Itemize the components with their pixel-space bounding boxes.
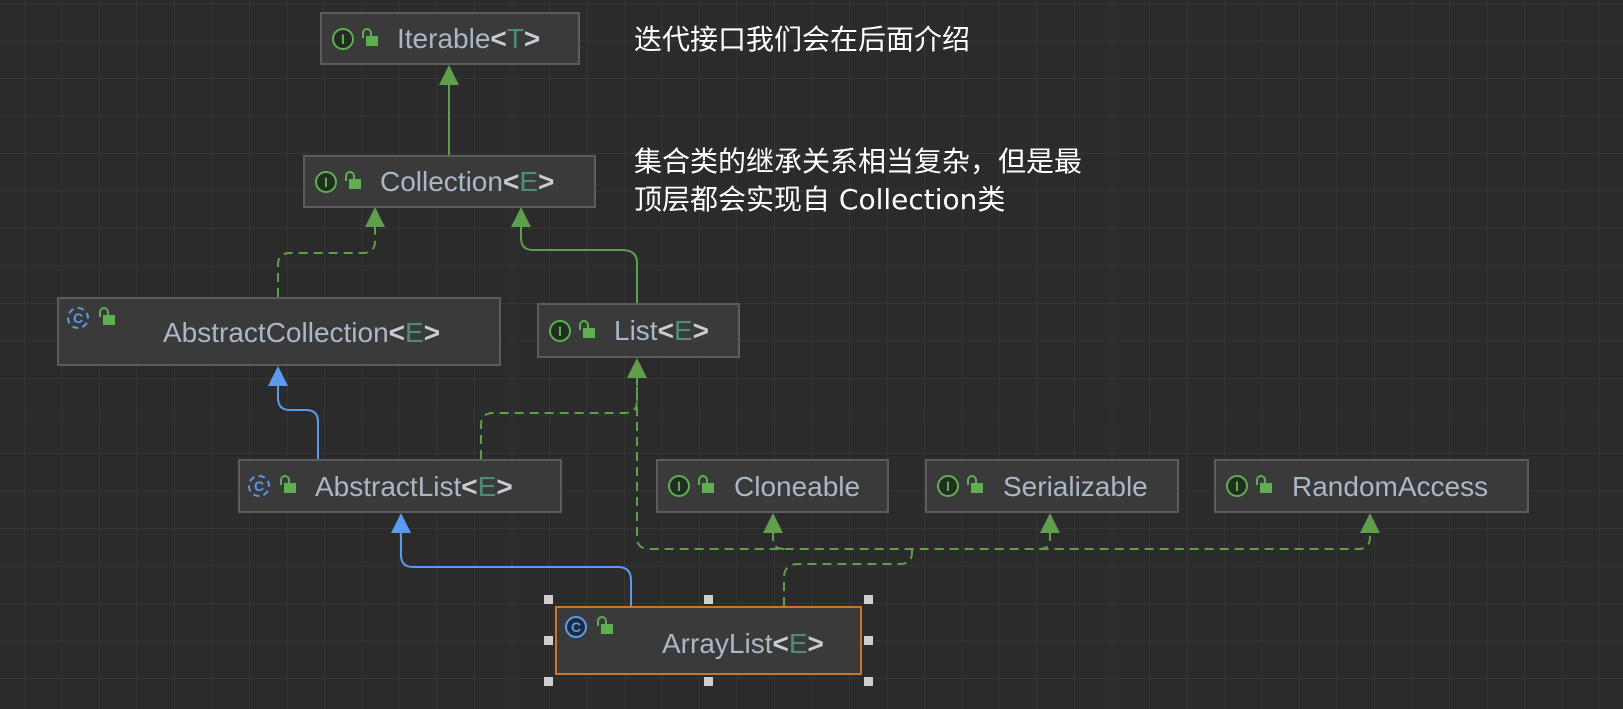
arrow-iterable — [439, 65, 459, 85]
resize-handle[interactable] — [704, 677, 713, 686]
class-name: Iterable — [397, 23, 491, 54]
class-name: ArrayList — [662, 628, 773, 659]
generic-close: > — [423, 317, 441, 348]
type-param: E — [673, 315, 693, 346]
note-collection-line1: 集合类的继承关系相当复杂，但是最 — [634, 145, 1083, 178]
interface-icon: I — [937, 475, 959, 497]
node-list[interactable]: I List<E> — [537, 303, 740, 358]
generic-open: < — [657, 315, 674, 346]
node-array-list[interactable]: C ArrayList<E> — [555, 606, 862, 675]
arrow-abstractcollection — [268, 366, 288, 386]
generic-open: < — [490, 23, 507, 54]
edge-abstractlist-abstractcollection — [277, 385, 319, 459]
edge-arraylist-interfaces — [636, 377, 1371, 606]
class-name: AbstractCollection — [163, 317, 389, 348]
node-abstract-list[interactable]: C AbstractList<E> — [238, 459, 562, 513]
arrow-collection-right — [511, 207, 531, 227]
note-collection-line2: 顶层都会实现自 Collection类 — [634, 183, 1006, 216]
arrow-list — [627, 358, 647, 378]
generic-open: < — [502, 166, 520, 197]
edge-abstractcollection-collection — [277, 226, 376, 297]
lock-open-icon — [579, 320, 595, 338]
lock-open-icon — [698, 475, 714, 493]
arrow-abstractlist — [391, 513, 411, 533]
class-name: Collection — [380, 166, 503, 197]
lock-open-icon — [597, 616, 613, 634]
node-serializable[interactable]: I Serializable — [925, 459, 1179, 513]
interface-icon: I — [332, 28, 354, 50]
class-name: RandomAccess — [1292, 471, 1489, 502]
node-abstract-collection[interactable]: C AbstractCollection<E> — [57, 297, 501, 366]
node-random-access[interactable]: I RandomAccess — [1214, 459, 1529, 513]
class-name: List — [614, 315, 658, 346]
interface-icon: I — [1226, 475, 1248, 497]
lock-open-icon — [280, 475, 296, 493]
edge-abstractlist-list — [480, 377, 638, 459]
type-param: E — [788, 628, 808, 659]
resize-handle[interactable] — [864, 595, 873, 604]
class-name: AbstractList — [315, 471, 462, 502]
lock-open-icon — [1256, 475, 1272, 493]
resize-handle[interactable] — [544, 677, 553, 686]
edge-arraylist-abstractlist — [400, 532, 632, 606]
class-icon: C — [565, 616, 587, 638]
arrow-cloneable — [763, 513, 783, 533]
class-name: Serializable — [1003, 471, 1148, 502]
abstract-class-icon: C — [67, 307, 89, 329]
type-param: E — [477, 471, 497, 502]
lock-open-icon — [362, 28, 378, 46]
arrow-serializable — [1040, 513, 1060, 533]
arrow-randomaccess — [1360, 513, 1380, 533]
resize-handle[interactable] — [864, 677, 873, 686]
resize-handle[interactable] — [544, 595, 553, 604]
node-cloneable[interactable]: I Cloneable — [656, 459, 889, 513]
generic-close: > — [807, 628, 824, 659]
interface-icon: I — [315, 171, 337, 193]
note-iterator: 迭代接口我们会在后面介绍 — [634, 23, 971, 56]
lock-open-icon — [967, 475, 983, 493]
generic-close: > — [523, 23, 541, 54]
node-iterable[interactable]: I Iterable<T> — [320, 12, 580, 65]
generic-close: > — [496, 471, 513, 502]
generic-close: > — [692, 315, 709, 346]
resize-handle[interactable] — [544, 636, 553, 645]
generic-open: < — [461, 471, 478, 502]
edge-list-collection — [520, 226, 638, 303]
lock-open-icon — [345, 171, 361, 189]
resize-handle[interactable] — [864, 636, 873, 645]
interface-icon: I — [549, 320, 571, 342]
class-name: Cloneable — [734, 471, 861, 502]
interface-icon: I — [668, 475, 690, 497]
generic-close: > — [538, 166, 555, 197]
abstract-class-icon: C — [248, 475, 270, 497]
type-param: E — [405, 317, 424, 348]
type-param: T — [506, 23, 524, 54]
node-collection[interactable]: I Collection<E> — [303, 155, 596, 208]
generic-open: < — [388, 317, 406, 348]
type-param: E — [519, 166, 538, 197]
arrow-collection-left — [365, 207, 385, 227]
resize-handle[interactable] — [704, 595, 713, 604]
lock-open-icon — [99, 307, 115, 325]
generic-open: < — [772, 628, 789, 659]
